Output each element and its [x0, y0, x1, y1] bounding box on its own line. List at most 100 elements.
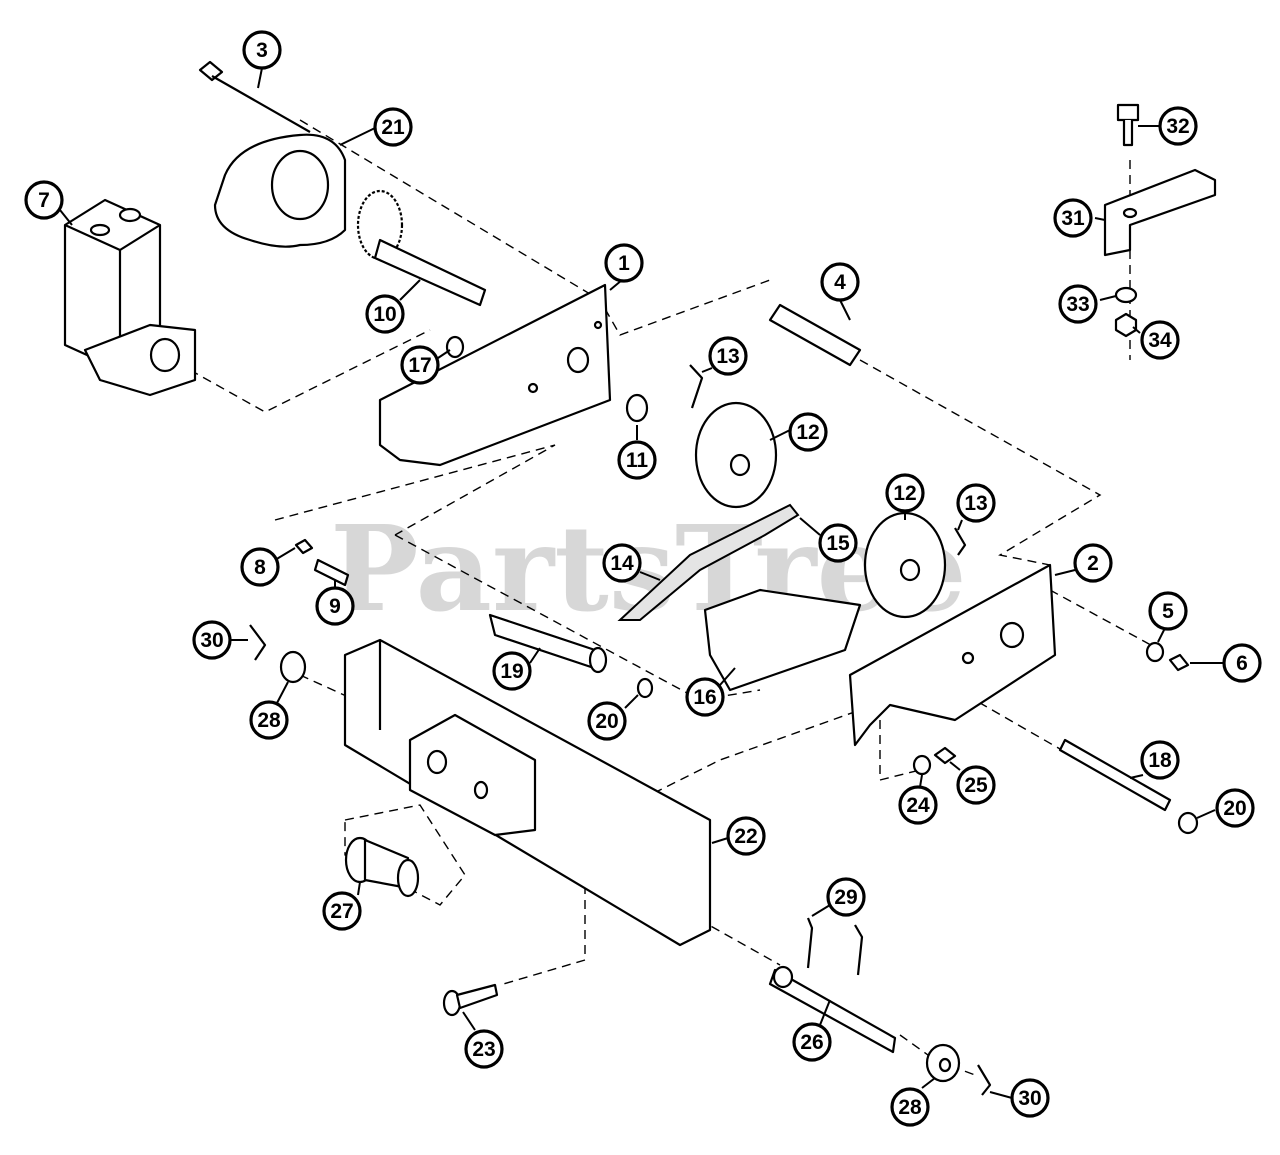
svg-text:32: 32 [1166, 115, 1189, 138]
svg-text:11: 11 [626, 449, 649, 472]
part-pins-29 [806, 917, 864, 976]
callout-6: 6 [1222, 643, 1262, 683]
callout-17: 17 [400, 345, 440, 385]
svg-text:3: 3 [256, 39, 268, 62]
part-clip-20b [1177, 811, 1199, 835]
svg-text:12: 12 [893, 482, 916, 505]
svg-text:15: 15 [826, 532, 850, 555]
part-clip-20a [636, 677, 654, 699]
svg-text:34: 34 [1148, 329, 1172, 352]
svg-text:28: 28 [257, 709, 281, 732]
svg-text:8: 8 [254, 556, 266, 579]
part-disc-12b [863, 511, 947, 619]
part-axle-26 [768, 965, 897, 1054]
watermark-text: PartsTree [330, 499, 967, 638]
part-disc-12a [694, 401, 778, 509]
part-gear-10 [356, 189, 487, 307]
svg-text:31: 31 [1061, 207, 1085, 230]
svg-text:7: 7 [38, 189, 50, 212]
callout-25: 25 [956, 765, 996, 805]
callout-12a: 12 [788, 412, 828, 452]
part-bolt-23 [442, 983, 499, 1017]
callout-30a: 30 [192, 620, 232, 660]
callout-30b: 30 [1010, 1078, 1050, 1118]
callout-12b: 12 [885, 473, 925, 513]
svg-text:24: 24 [906, 794, 930, 817]
svg-text:28: 28 [898, 1096, 922, 1119]
callout-18: 18 [1140, 740, 1180, 780]
part-nut-25 [933, 746, 957, 765]
part-cover-21 [213, 133, 347, 248]
part-bolt-32 [1116, 103, 1140, 147]
callout-19: 19 [492, 651, 532, 691]
callout-7: 7 [24, 180, 64, 220]
callout-1: 1 [604, 243, 644, 283]
svg-text:20: 20 [1223, 797, 1246, 820]
callout-31: 31 [1053, 198, 1093, 238]
callout-20a: 20 [587, 701, 627, 741]
callouts: 3 21 7 10 1 4 17 13 11 12 12 13 15 14 8 … [24, 30, 1262, 1127]
callout-26: 26 [792, 1022, 832, 1062]
callout-3: 3 [242, 30, 282, 70]
svg-text:5: 5 [1162, 600, 1174, 623]
callout-15: 15 [818, 523, 858, 563]
part-nut-8 [294, 538, 314, 555]
part-bracket-31 [1103, 168, 1217, 257]
callout-22: 22 [726, 816, 766, 856]
callout-11: 11 [617, 440, 657, 480]
svg-text:2: 2 [1087, 552, 1099, 575]
callout-33: 33 [1058, 284, 1098, 324]
part-pin-30a [249, 624, 267, 661]
svg-text:18: 18 [1148, 749, 1172, 772]
callout-20b: 20 [1215, 788, 1255, 828]
callout-14: 14 [602, 543, 642, 583]
callout-13a: 13 [708, 336, 748, 376]
part-rod-4 [768, 303, 862, 367]
part-plate-1 [378, 283, 612, 467]
part-bolt-9 [313, 558, 350, 587]
svg-text:14: 14 [610, 552, 634, 575]
callout-13b: 13 [956, 483, 996, 523]
part-pin-30b [977, 1064, 992, 1096]
part-clip-17 [445, 335, 465, 359]
part-motor-7 [63, 198, 197, 397]
svg-text:30: 30 [1018, 1087, 1041, 1110]
part-plate-2 [848, 563, 1057, 747]
callout-27: 27 [322, 891, 362, 931]
svg-text:1: 1 [618, 252, 630, 275]
callout-16: 16 [685, 677, 725, 717]
svg-text:26: 26 [800, 1031, 823, 1054]
callout-28b: 28 [890, 1087, 930, 1127]
part-nuts-33-34 [1114, 286, 1138, 338]
svg-text:6: 6 [1236, 652, 1248, 675]
svg-text:17: 17 [408, 354, 431, 377]
callout-5: 5 [1148, 591, 1188, 631]
part-channel-22 [343, 638, 712, 947]
callout-9: 9 [315, 586, 355, 626]
callout-29: 29 [826, 877, 866, 917]
part-rod-18 [1058, 738, 1172, 812]
callout-8: 8 [240, 547, 280, 587]
svg-text:9: 9 [329, 595, 341, 618]
callout-2: 2 [1073, 543, 1113, 583]
part-pin-13a [689, 364, 704, 409]
svg-text:23: 23 [472, 1038, 495, 1061]
part-washer-28b [925, 1043, 961, 1083]
callout-34: 34 [1140, 320, 1180, 360]
svg-text:27: 27 [330, 900, 353, 923]
part-washer-24 [912, 754, 932, 776]
part-tube-19 [488, 613, 608, 674]
callout-10: 10 [365, 294, 405, 334]
callout-24: 24 [898, 785, 938, 825]
svg-text:4: 4 [834, 271, 846, 294]
part-strap-14 [617, 503, 800, 621]
svg-text:22: 22 [734, 825, 757, 848]
part-pin-13b [954, 527, 967, 556]
leader-lines [59, 67, 1224, 1099]
part-bushing-11 [625, 393, 649, 423]
svg-text:30: 30 [200, 629, 223, 652]
callout-21: 21 [373, 107, 413, 147]
callout-23: 23 [464, 1029, 504, 1069]
callout-28a: 28 [249, 700, 289, 740]
